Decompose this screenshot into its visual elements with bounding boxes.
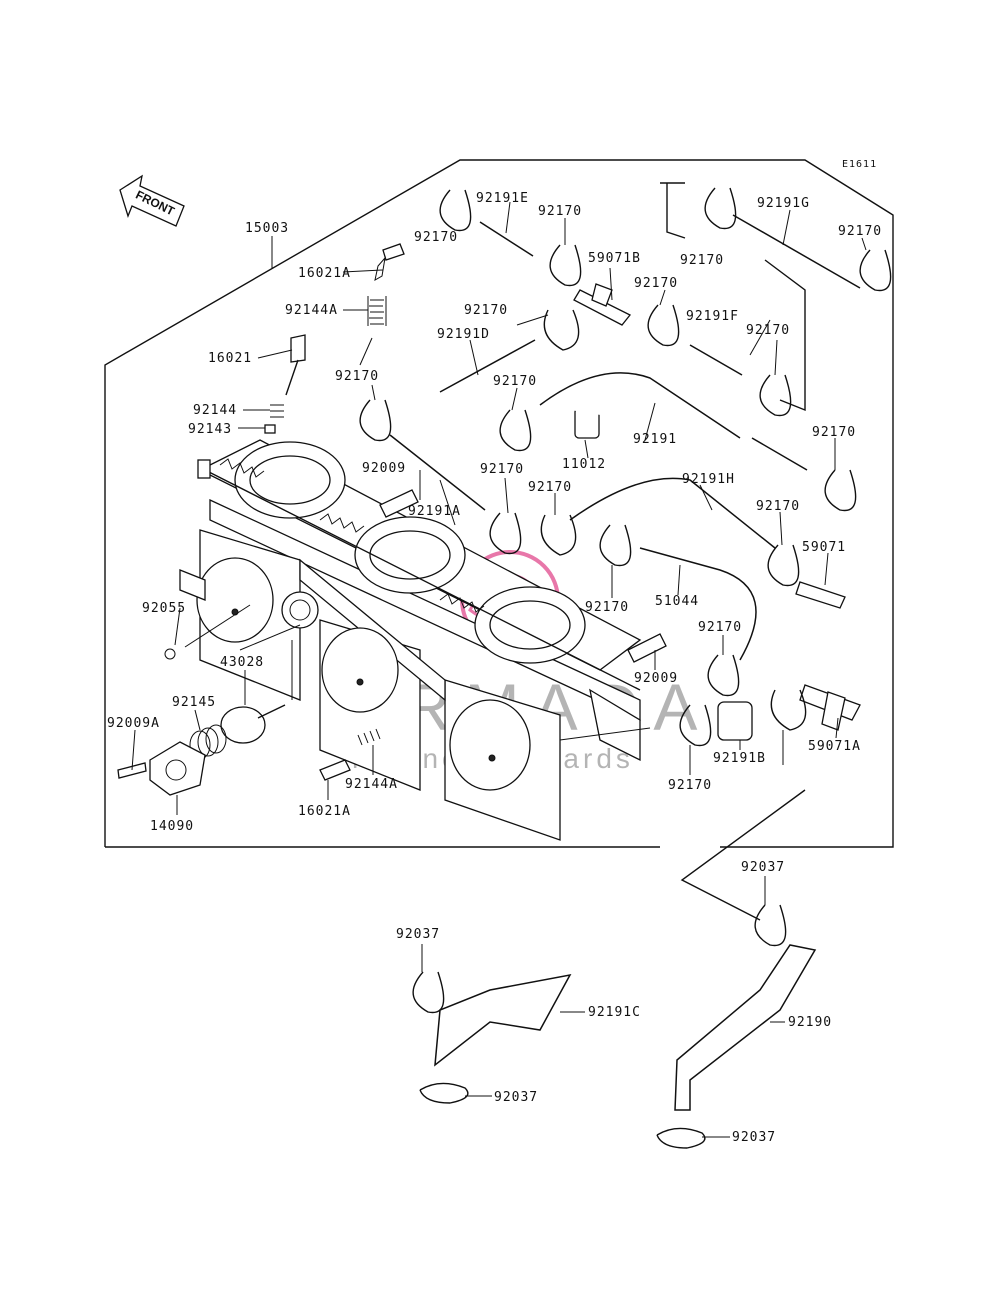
label-clamp-16: 92170 bbox=[668, 778, 712, 793]
label-clamp-1: 92170 bbox=[335, 369, 379, 384]
label-clamp-12: 92170 bbox=[528, 480, 572, 495]
label-hose-d: 92191D bbox=[437, 327, 490, 342]
label-oring: 92055 bbox=[142, 601, 186, 616]
label-hose-f: 92191F bbox=[686, 309, 739, 324]
label-spring-a-bottom: 92144A bbox=[345, 777, 398, 792]
label-hose-plain: 51044 bbox=[655, 594, 699, 609]
label-joint-b: 59071B bbox=[588, 251, 641, 266]
label-bolt-a: 92009A bbox=[107, 716, 160, 731]
assembly-outline bbox=[104, 159, 894, 848]
label-band-3: 92037 bbox=[494, 1090, 538, 1105]
front-arrow: FRONT bbox=[119, 174, 185, 227]
label-clamp-4: 92170 bbox=[634, 276, 678, 291]
label-hose: 92191 bbox=[633, 432, 677, 447]
label-bolt-1: 92009 bbox=[362, 461, 406, 476]
label-band-2: 92037 bbox=[396, 927, 440, 942]
label-diaphragm: 43028 bbox=[220, 655, 264, 670]
label-clamp-3: 92170 bbox=[538, 204, 582, 219]
clamps bbox=[359, 187, 892, 1149]
label-clamp-7: 92170 bbox=[464, 303, 508, 318]
label-screw-a-bottom: 16021A bbox=[298, 804, 351, 819]
part-labels: 15003 16021A 92144A 16021 92144 92143 92… bbox=[107, 191, 882, 1145]
carburetor-assembly bbox=[179, 439, 642, 841]
label-screw: 16021 bbox=[208, 351, 252, 366]
label-spring-a-top: 92144A bbox=[285, 303, 338, 318]
label-band-1: 92037 bbox=[741, 860, 785, 875]
label-clamp-13: 92170 bbox=[756, 499, 800, 514]
leader-lines bbox=[131, 201, 867, 1138]
label-hose-main: 92190 bbox=[788, 1015, 832, 1030]
label-hose-g: 92191G bbox=[757, 196, 810, 211]
hoses bbox=[389, 214, 861, 1111]
label-screw-a-top: 16021A bbox=[298, 266, 351, 281]
label-hose-h: 92191H bbox=[682, 472, 735, 487]
label-hose-a: 92191A bbox=[408, 504, 461, 519]
label-hose-e: 92191E bbox=[476, 191, 529, 206]
label-clamp-6: 92170 bbox=[838, 224, 882, 239]
label-hose-b: 92191B bbox=[713, 751, 766, 766]
label-cover: 14090 bbox=[150, 819, 194, 834]
label-joint-a: 59071A bbox=[808, 739, 861, 754]
label-clamp-8: 92170 bbox=[746, 323, 790, 338]
label-clamp-14: 92170 bbox=[585, 600, 629, 615]
label-spring: 92144 bbox=[193, 403, 237, 418]
label-clamp-2: 92170 bbox=[414, 230, 458, 245]
label-hose-c: 92191C bbox=[588, 1005, 641, 1020]
label-clamp-11: 92170 bbox=[480, 462, 524, 477]
label-band-4: 92037 bbox=[732, 1130, 776, 1145]
label-clamp-9: 92170 bbox=[493, 374, 537, 389]
diagram-code: E1611 bbox=[842, 159, 877, 170]
label-clamp-15: 92170 bbox=[698, 620, 742, 635]
label-assembly: 15003 bbox=[245, 221, 289, 236]
label-joint: 59071 bbox=[802, 540, 846, 555]
label-pin: 92143 bbox=[188, 422, 232, 437]
small-parts bbox=[117, 243, 861, 796]
label-clamp-5: 92170 bbox=[680, 253, 724, 268]
label-spring-b: 92145 bbox=[172, 695, 216, 710]
label-cap: 11012 bbox=[562, 457, 606, 472]
label-clamp-10: 92170 bbox=[812, 425, 856, 440]
label-bolt-2: 92009 bbox=[634, 671, 678, 686]
